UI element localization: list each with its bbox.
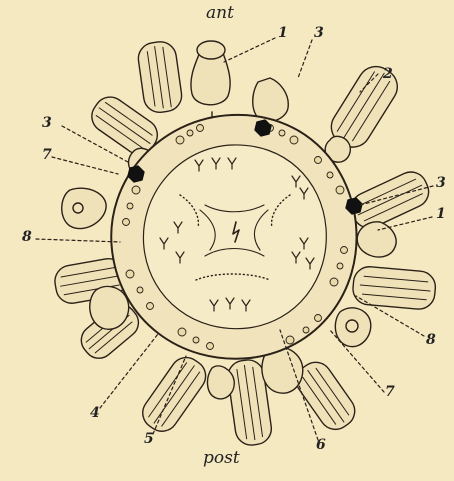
callout-3-right: 3 bbox=[436, 176, 446, 190]
spine bbox=[346, 167, 434, 233]
callout-5: 5 bbox=[144, 432, 154, 446]
test-body bbox=[111, 115, 356, 359]
club-spine bbox=[335, 308, 370, 347]
callout-7-right: 7 bbox=[385, 385, 395, 399]
callout-8-right: 8 bbox=[426, 333, 436, 347]
club-spine bbox=[90, 286, 129, 329]
posterior-label: post bbox=[203, 450, 240, 467]
spine bbox=[136, 40, 183, 115]
callout-4: 4 bbox=[90, 406, 100, 420]
callout-3-top: 3 bbox=[314, 26, 324, 40]
callout-2: 2 bbox=[383, 67, 393, 81]
callout-3-left: 3 bbox=[42, 116, 52, 130]
spine bbox=[352, 265, 437, 310]
club-spine bbox=[62, 188, 106, 228]
anterior-label: ant bbox=[206, 5, 234, 22]
spine bbox=[136, 351, 211, 437]
callout-6: 6 bbox=[316, 438, 326, 452]
callout-7-left: 7 bbox=[42, 148, 52, 162]
callout-8-left: 8 bbox=[22, 230, 32, 244]
club-spine bbox=[253, 78, 289, 122]
callout-1-top: 1 bbox=[278, 26, 288, 40]
callout-1-right: 1 bbox=[436, 207, 446, 221]
